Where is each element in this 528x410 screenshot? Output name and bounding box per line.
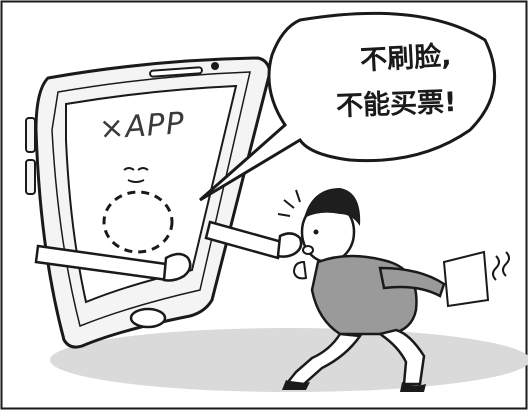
man-leg-front	[285, 332, 363, 386]
scan-face-marks	[123, 167, 149, 183]
surprise-marks	[277, 189, 301, 217]
motion-squiggles	[492, 251, 510, 281]
man-shoe-back	[400, 382, 426, 392]
phone-screen	[65, 84, 238, 304]
paper-ticket	[442, 250, 490, 308]
man-hair	[304, 188, 361, 226]
phone-home-button	[129, 307, 167, 329]
phone-right-arm	[204, 220, 284, 260]
man-eye	[313, 229, 319, 235]
man-leg-back	[376, 328, 426, 386]
speech-text-line-1: 不刷脸,	[359, 40, 453, 77]
speech-bubble	[199, 11, 497, 202]
phone-app-label: ×APP	[98, 106, 187, 147]
face-scan-circle	[102, 190, 174, 254]
man-mouth	[302, 245, 314, 255]
speech-text-line-2: 不能买票!	[335, 86, 457, 123]
man-shoe-front	[282, 380, 310, 390]
phone-volume-down	[25, 159, 36, 195]
phone-camera	[211, 62, 219, 70]
phone-speaker	[149, 66, 203, 78]
man-shirt	[310, 254, 418, 336]
phone-rim	[51, 71, 251, 328]
phone-left-hand	[162, 252, 192, 282]
phone-volume-up	[25, 117, 36, 153]
man-arm	[378, 266, 446, 298]
phone-right-hand	[276, 232, 303, 258]
man-hand	[292, 260, 308, 280]
